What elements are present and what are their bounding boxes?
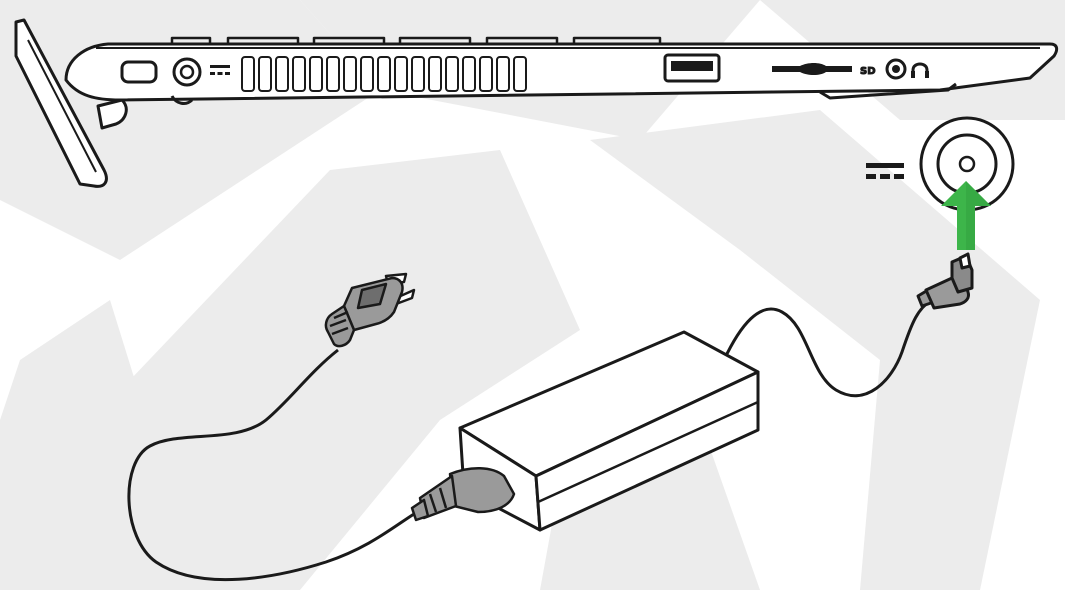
dc-plug bbox=[916, 252, 974, 310]
security-lock-slot bbox=[120, 60, 158, 84]
laptop-ports: SD bbox=[120, 53, 929, 92]
up-arrow-icon bbox=[941, 181, 991, 250]
dc-in-port bbox=[172, 57, 202, 87]
wall-plug bbox=[324, 272, 416, 348]
dc-in-port-callout bbox=[866, 116, 1015, 212]
laptop-keys bbox=[170, 36, 662, 44]
usb-port bbox=[663, 53, 721, 83]
sd-card-slot bbox=[772, 63, 852, 75]
ac-connector bbox=[410, 467, 516, 522]
audio-jack bbox=[885, 58, 907, 80]
sd-slot-label: SD bbox=[860, 66, 876, 77]
ac-cable bbox=[127, 348, 415, 582]
dc-power-symbol-icon-large bbox=[866, 163, 904, 179]
headphone-icon bbox=[911, 62, 929, 78]
dc-cable bbox=[722, 298, 933, 398]
dc-power-symbol-icon bbox=[210, 65, 230, 75]
power-brick bbox=[458, 330, 760, 532]
air-vent bbox=[241, 56, 527, 92]
